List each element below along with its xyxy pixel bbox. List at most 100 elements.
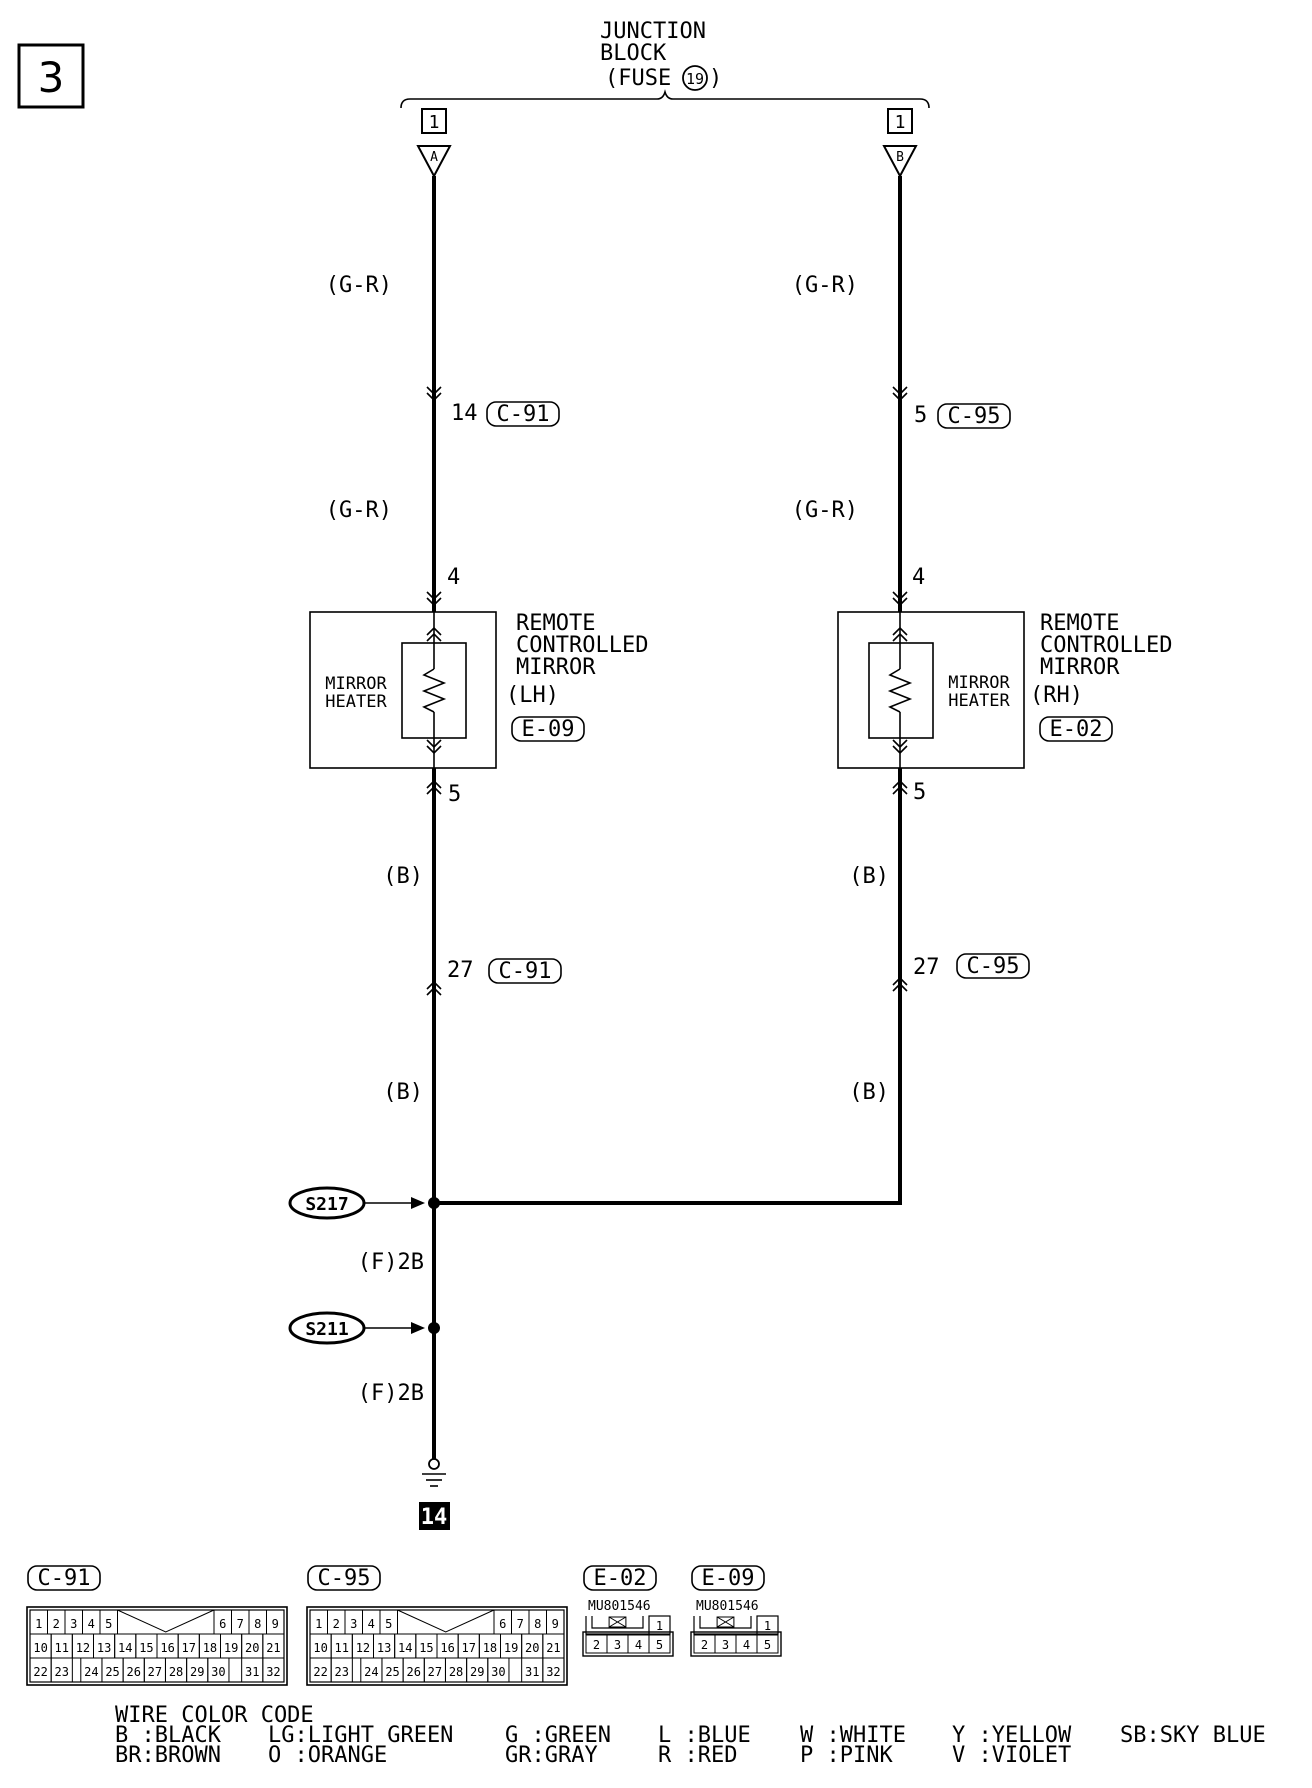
- left-connector-number: 1: [429, 112, 440, 133]
- connector-pin: 15: [419, 1641, 433, 1655]
- connector-pin: 3: [722, 1638, 729, 1652]
- connector-pin: 28: [449, 1665, 463, 1679]
- connector-pin: 31: [245, 1665, 259, 1679]
- wire-color-entry: BR:BROWN: [115, 1743, 221, 1768]
- splice-s211: S211 (F)2B: [288, 1311, 440, 1406]
- connector-pin: 30: [491, 1665, 505, 1679]
- connector-pin: 32: [546, 1665, 560, 1679]
- right-component-name-1: REMOTE: [1040, 611, 1119, 636]
- connector-pin: 8: [534, 1617, 541, 1631]
- right-component-id-box: [1039, 716, 1113, 742]
- right-terminal-letter: B: [896, 150, 904, 165]
- connector-pin: 28: [169, 1665, 183, 1679]
- wire-color-entry: Y :YELLOW: [952, 1723, 1072, 1748]
- connector-pin: 27: [148, 1665, 162, 1679]
- connector-pin: 5: [105, 1617, 112, 1631]
- left-component-pin-in: 4: [447, 565, 460, 590]
- wire-color-entry: LG:LIGHT GREEN: [268, 1723, 453, 1748]
- connector-pin: 3: [350, 1617, 357, 1631]
- right-wire-color-4: (B): [849, 1080, 889, 1105]
- right-wire-color-2: (G-R): [792, 498, 858, 523]
- connector-pin: 26: [126, 1665, 140, 1679]
- wire-color-entry: W :WHITE: [800, 1723, 906, 1748]
- left-component-name-3: MIRROR: [516, 655, 596, 680]
- left-wire-color-3: (B): [383, 864, 423, 889]
- left-connector-box: [421, 108, 447, 134]
- left-conn2-pin: 27: [447, 958, 474, 983]
- connector-pin: 29: [470, 1665, 484, 1679]
- connector-part-number: MU801546: [588, 1599, 651, 1614]
- connector-pin: 7: [237, 1617, 244, 1631]
- connector-pin: 16: [440, 1641, 454, 1655]
- connector-pin: 19: [224, 1641, 238, 1655]
- connector-view-id: C-95: [318, 1566, 371, 1591]
- junction-block-bracket: [400, 89, 930, 109]
- wire-color-entry: SB:SKY BLUE: [1120, 1723, 1266, 1748]
- junction-block-line1: JUNCTION: [600, 19, 706, 44]
- left-terminal-triangle: [416, 145, 452, 179]
- connector-pin: 2: [53, 1617, 60, 1631]
- connector-pin: 16: [160, 1641, 174, 1655]
- connector-pin: 1: [315, 1617, 322, 1631]
- right-conn1-id-box: [937, 403, 1011, 429]
- left-heater-resistor: [421, 668, 447, 713]
- connector-pin: 1: [35, 1617, 42, 1631]
- connector-pin: 17: [182, 1641, 196, 1655]
- left-component-name-1: REMOTE: [516, 611, 595, 636]
- right-connector-box: [887, 108, 913, 134]
- connector-pin: 10: [313, 1641, 327, 1655]
- connector-pin: 32: [266, 1665, 280, 1679]
- right-component-pin-out: 5: [913, 780, 926, 805]
- wire-color-entry: B :BLACK: [115, 1723, 222, 1748]
- connector-pin: 29: [190, 1665, 204, 1679]
- connector-part-number: MU801546: [696, 1599, 759, 1614]
- connector-pin: 25: [105, 1665, 119, 1679]
- connector-pin: 6: [219, 1617, 226, 1631]
- connector-pin: 20: [245, 1641, 259, 1655]
- left-conn1-pin: 14: [451, 401, 478, 426]
- fuse-number: 19: [686, 70, 704, 88]
- wire-color-entry: V :VIOLET: [952, 1743, 1071, 1768]
- left-terminal-letter: A: [430, 150, 438, 165]
- ground-symbol: 14: [419, 1458, 450, 1530]
- connector-pin: 4: [743, 1638, 750, 1652]
- connector-pin: 19: [504, 1641, 518, 1655]
- connector-pin: 30: [211, 1665, 225, 1679]
- connector-pin: 12: [76, 1641, 90, 1655]
- connector-pin: 25: [385, 1665, 399, 1679]
- page-number: 3: [38, 53, 65, 102]
- connector-view-id: E-02: [594, 1566, 647, 1591]
- splice-s217: S217 (F)2B: [288, 1186, 440, 1275]
- connector-pin: 11: [335, 1641, 349, 1655]
- connector-pin: 23: [335, 1665, 349, 1679]
- right-heater-label-2: HEATER: [948, 691, 1010, 711]
- connector-pin: 5: [656, 1638, 663, 1652]
- connector-pin: 8: [254, 1617, 261, 1631]
- connector-pin: 13: [97, 1641, 111, 1655]
- connector-pin: 22: [313, 1665, 327, 1679]
- right-wire-color-1: (G-R): [792, 273, 858, 298]
- right-branch: 1 B (G-R) 5 C-95 (G-R) 4 MIRROR HEATER R…: [792, 108, 1172, 1203]
- fuse-suffix: ): [709, 66, 722, 91]
- right-mirror-box: [837, 611, 1025, 769]
- right-terminal-triangle: [882, 145, 918, 179]
- connector-pin: 27: [428, 1665, 442, 1679]
- left-conn1-id: C-91: [497, 402, 550, 427]
- right-conn1-pin: 5: [914, 403, 927, 428]
- connector-pin: 15: [139, 1641, 153, 1655]
- ground-number-box: [419, 1502, 450, 1530]
- connector-pin: 17: [462, 1641, 476, 1655]
- left-conn2-id: C-91: [499, 959, 552, 984]
- right-side: (RH): [1030, 683, 1083, 708]
- left-heater-label-1: MIRROR: [325, 674, 387, 694]
- connector-pin: 5: [764, 1638, 771, 1652]
- right-component-pin-in: 4: [912, 565, 925, 590]
- wire-color-entry: GR:GRAY: [505, 1743, 598, 1768]
- connector-pin: 21: [266, 1641, 280, 1655]
- fuse-circle: [682, 65, 708, 91]
- connector-pin: 2: [593, 1638, 600, 1652]
